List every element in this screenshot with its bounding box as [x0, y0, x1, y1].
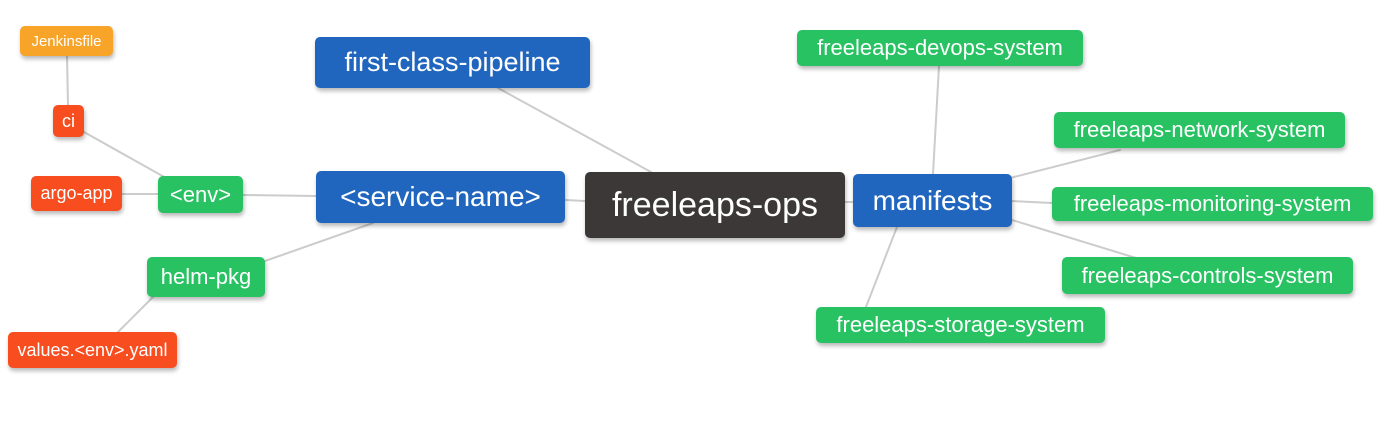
edge-manifests-storage — [865, 226, 898, 308]
edge-values-helm-pkg — [117, 296, 154, 333]
edge-pipeline-root — [497, 87, 652, 173]
node-values-env-yaml[interactable]: values.<env>.yaml — [8, 332, 177, 368]
node-freeleaps-monitoring-system[interactable]: freeleaps-monitoring-system — [1052, 187, 1373, 221]
node-env[interactable]: <env> — [158, 176, 243, 213]
edge-helm-pkg-service-name — [264, 222, 374, 262]
node-service-name[interactable]: <service-name> — [316, 171, 565, 223]
node-argo-app[interactable]: argo-app — [31, 176, 122, 211]
edge-manifests-monitoring — [1011, 200, 1053, 204]
node-manifests[interactable]: manifests — [853, 174, 1012, 227]
edge-manifests-devops — [932, 65, 940, 175]
edge-manifests-network — [1009, 149, 1121, 179]
node-helm-pkg[interactable]: helm-pkg — [147, 257, 265, 297]
node-freeleaps-ops-root[interactable]: freeleaps-ops — [585, 172, 845, 238]
node-freeleaps-network-system[interactable]: freeleaps-network-system — [1054, 112, 1345, 148]
edge-ci-env — [83, 131, 167, 179]
edge-service-name-root — [564, 199, 586, 202]
node-ci[interactable]: ci — [53, 105, 84, 137]
edge-jenkinsfile-ci — [66, 55, 69, 106]
edge-manifests-controls — [1011, 219, 1137, 259]
node-jenkinsfile[interactable]: Jenkinsfile — [20, 26, 113, 56]
node-freeleaps-storage-system[interactable]: freeleaps-storage-system — [816, 307, 1105, 343]
node-first-class-pipeline[interactable]: first-class-pipeline — [315, 37, 590, 88]
node-freeleaps-devops-system[interactable]: freeleaps-devops-system — [797, 30, 1083, 66]
edge-env-service-name — [242, 194, 317, 197]
node-freeleaps-controls-system[interactable]: freeleaps-controls-system — [1062, 257, 1353, 294]
